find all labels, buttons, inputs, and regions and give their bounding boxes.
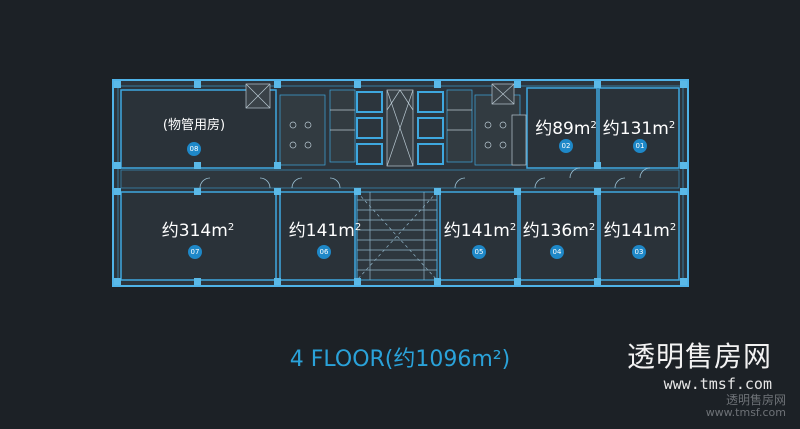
doors xyxy=(199,167,651,189)
unit-08-label: (物管用房) xyxy=(162,118,226,133)
unit-07-label: 约314m2 xyxy=(161,221,235,241)
room-05 xyxy=(439,191,519,281)
room-02 xyxy=(526,87,598,169)
watermark-site-name: 透明售房网 xyxy=(626,340,772,373)
unit-02-label: 约89m2 xyxy=(535,119,597,139)
unit-02-badge: 02 xyxy=(559,139,573,153)
unit-05-label: 约141m2 xyxy=(443,221,517,241)
unit-07-badge: 07 xyxy=(188,245,202,259)
room-03 xyxy=(599,191,680,281)
room-04 xyxy=(519,191,599,281)
unit-04-badge: 04 xyxy=(550,245,564,259)
room-06 xyxy=(279,191,356,281)
room-07 xyxy=(120,191,277,281)
unit-05-badge: 05 xyxy=(472,245,486,259)
watermark-url-small: www.tmsf.com xyxy=(705,406,786,419)
unit-01-badge: 01 xyxy=(633,139,647,153)
watermark-url: www.tmsf.com xyxy=(663,375,772,393)
room-01 xyxy=(598,87,680,169)
unit-03-badge: 03 xyxy=(632,245,646,259)
unit-03-label: 约141m2 xyxy=(603,221,677,241)
atrium xyxy=(356,191,438,281)
core xyxy=(245,83,527,167)
floor-title: 4 FLOOR(约1096m²) xyxy=(289,347,511,372)
unit-08-badge: 08 xyxy=(187,142,201,156)
unit-06-badge: 06 xyxy=(317,245,331,259)
corridor xyxy=(120,169,680,189)
watermark-site-name-small: 透明售房网 xyxy=(725,393,786,407)
unit-06-label: 约141m2 xyxy=(288,221,362,241)
unit-01-label: 约131m2 xyxy=(602,119,676,139)
unit-04-label: 约136m2 xyxy=(522,221,596,241)
columns xyxy=(114,81,687,285)
